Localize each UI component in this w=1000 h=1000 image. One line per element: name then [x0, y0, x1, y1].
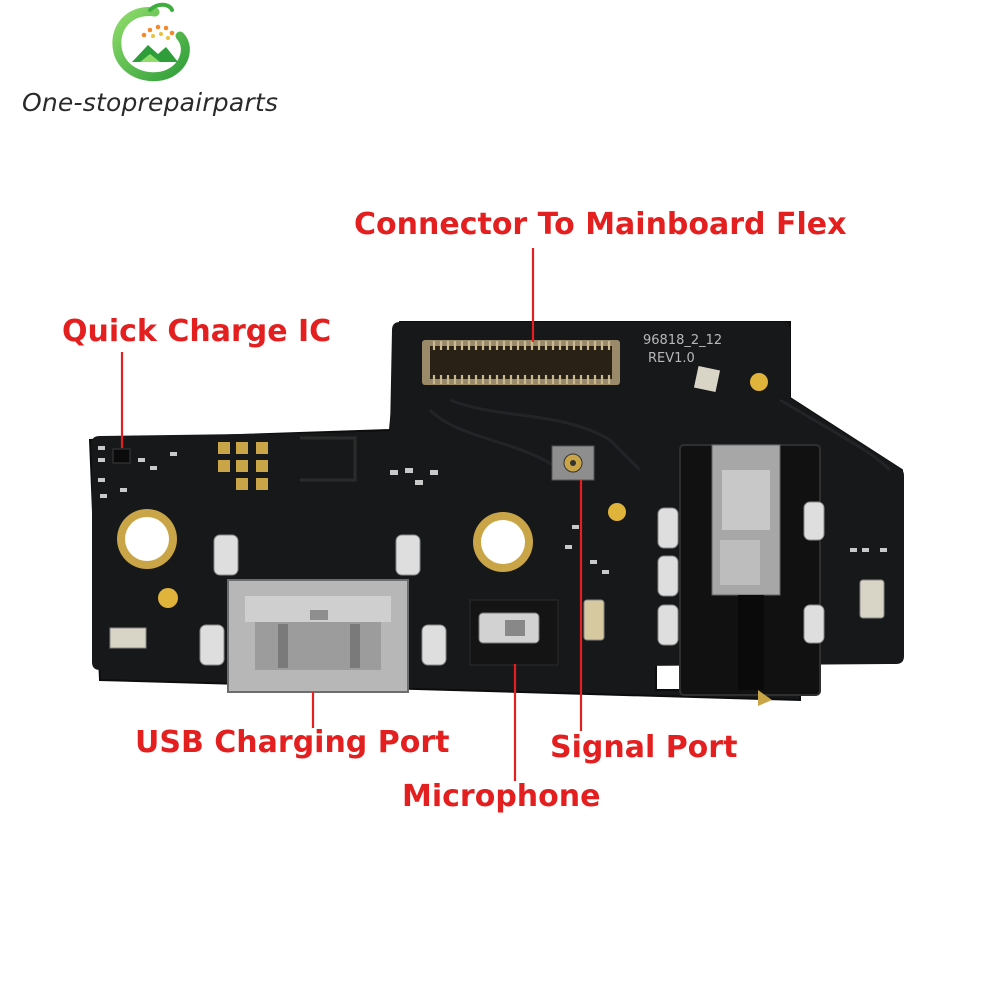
signal-port [551, 445, 595, 481]
brand-logo-icon [112, 2, 190, 82]
usb-port-label: USB Charging Port [135, 725, 450, 760]
signal-port-label: Signal Port [550, 730, 738, 765]
usb-charging-port [199, 534, 447, 693]
headphone-jack [657, 444, 825, 706]
mounting-hole-right [473, 512, 533, 572]
quick-charge-ic [112, 448, 131, 464]
quick-charge-label: Quick Charge IC [62, 314, 332, 349]
connector-label: Connector To Mainboard Flex [354, 207, 847, 242]
mainboard-flex-connector [422, 340, 620, 385]
mounting-hole-left [117, 509, 177, 569]
microphone [469, 599, 559, 666]
silkscreen-rev: REV1.0 [648, 351, 695, 366]
silkscreen-id: 96818_2_12 [643, 333, 722, 348]
microphone-label: Microphone [402, 779, 601, 814]
brand-name: One-stoprepairparts [22, 88, 279, 117]
brand-logo: One-stoprepairparts [0, 0, 300, 140]
